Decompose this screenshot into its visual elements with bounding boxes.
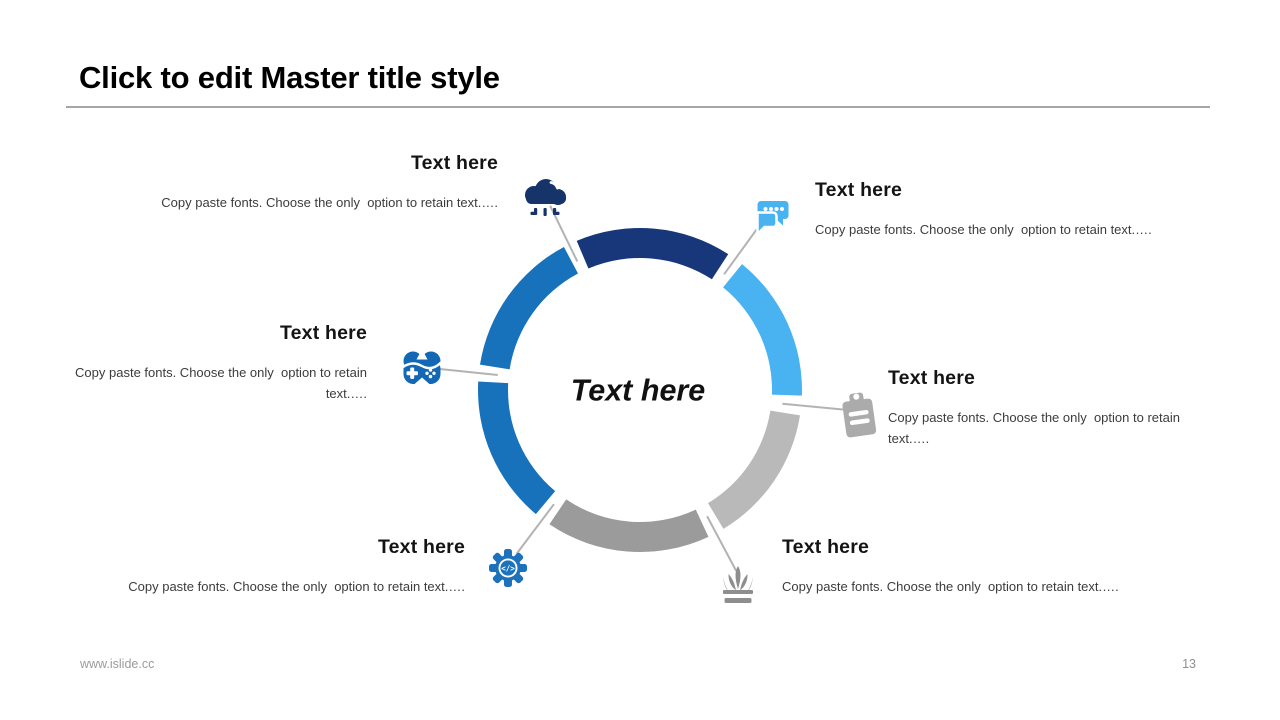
ring-center-label[interactable]: Text here — [570, 373, 706, 408]
item-title[interactable]: Text here — [279, 322, 367, 344]
diagram-item-top-right: Text here Copy paste fonts. Choose the o… — [815, 179, 1155, 240]
connector-tick — [706, 515, 738, 572]
ring-segment-left[interactable] — [479, 246, 579, 370]
connector-tick — [436, 367, 498, 377]
diagram-item-top-left: Text here Copy paste fonts. Choose the o… — [158, 152, 498, 213]
ring-segment-top-right[interactable] — [723, 264, 802, 396]
connector-tick — [515, 503, 555, 555]
clipboard-icon[interactable] — [836, 388, 882, 444]
item-title[interactable]: Text here — [815, 179, 903, 201]
ring-segment-bottom-left[interactable] — [477, 381, 556, 515]
item-body[interactable]: Copy paste fonts. Choose the only option… — [782, 579, 1119, 594]
footer-url: www.islide.cc — [80, 657, 155, 671]
title-divider — [66, 106, 1210, 108]
crown-icon[interactable] — [716, 556, 760, 608]
item-title[interactable]: Text here — [377, 536, 465, 558]
cloud-icon[interactable] — [519, 175, 571, 221]
ring-segment-bottom[interactable] — [549, 499, 709, 552]
gamepad-icon[interactable] — [397, 347, 447, 391]
gear-icon[interactable]: </> — [484, 544, 532, 592]
item-title[interactable]: Text here — [888, 367, 976, 389]
item-body[interactable]: Copy paste fonts. Choose the only option… — [815, 222, 1152, 237]
item-body[interactable]: Copy paste fonts. Choose the only option… — [75, 365, 371, 401]
diagram-item-bottom-right: Text here Copy paste fonts. Choose the o… — [782, 536, 1122, 597]
diagram-item-right: Text here Copy paste fonts. Choose the o… — [888, 367, 1188, 449]
diagram-item-left: Text here Copy paste fonts. Choose the o… — [67, 322, 367, 404]
svg-text:</>: </> — [501, 564, 515, 573]
item-body[interactable]: Copy paste fonts. Choose the only option… — [161, 195, 498, 210]
connector-tick — [782, 402, 845, 411]
chat-icon[interactable] — [746, 196, 792, 246]
connector-tick — [549, 205, 579, 262]
ring-segment-right[interactable] — [707, 410, 801, 529]
slide-title[interactable]: Click to edit Master title style — [79, 60, 500, 95]
connector-tick — [723, 223, 762, 275]
page-number: 13 — [1182, 657, 1196, 671]
item-title[interactable]: Text here — [782, 536, 870, 558]
ring-segment-top[interactable] — [576, 228, 729, 280]
diagram-item-bottom-left: Text here Copy paste fonts. Choose the o… — [125, 536, 465, 597]
item-body[interactable]: Copy paste fonts. Choose the only option… — [888, 410, 1184, 446]
item-body[interactable]: Copy paste fonts. Choose the only option… — [128, 579, 465, 594]
item-title[interactable]: Text here — [410, 152, 498, 174]
